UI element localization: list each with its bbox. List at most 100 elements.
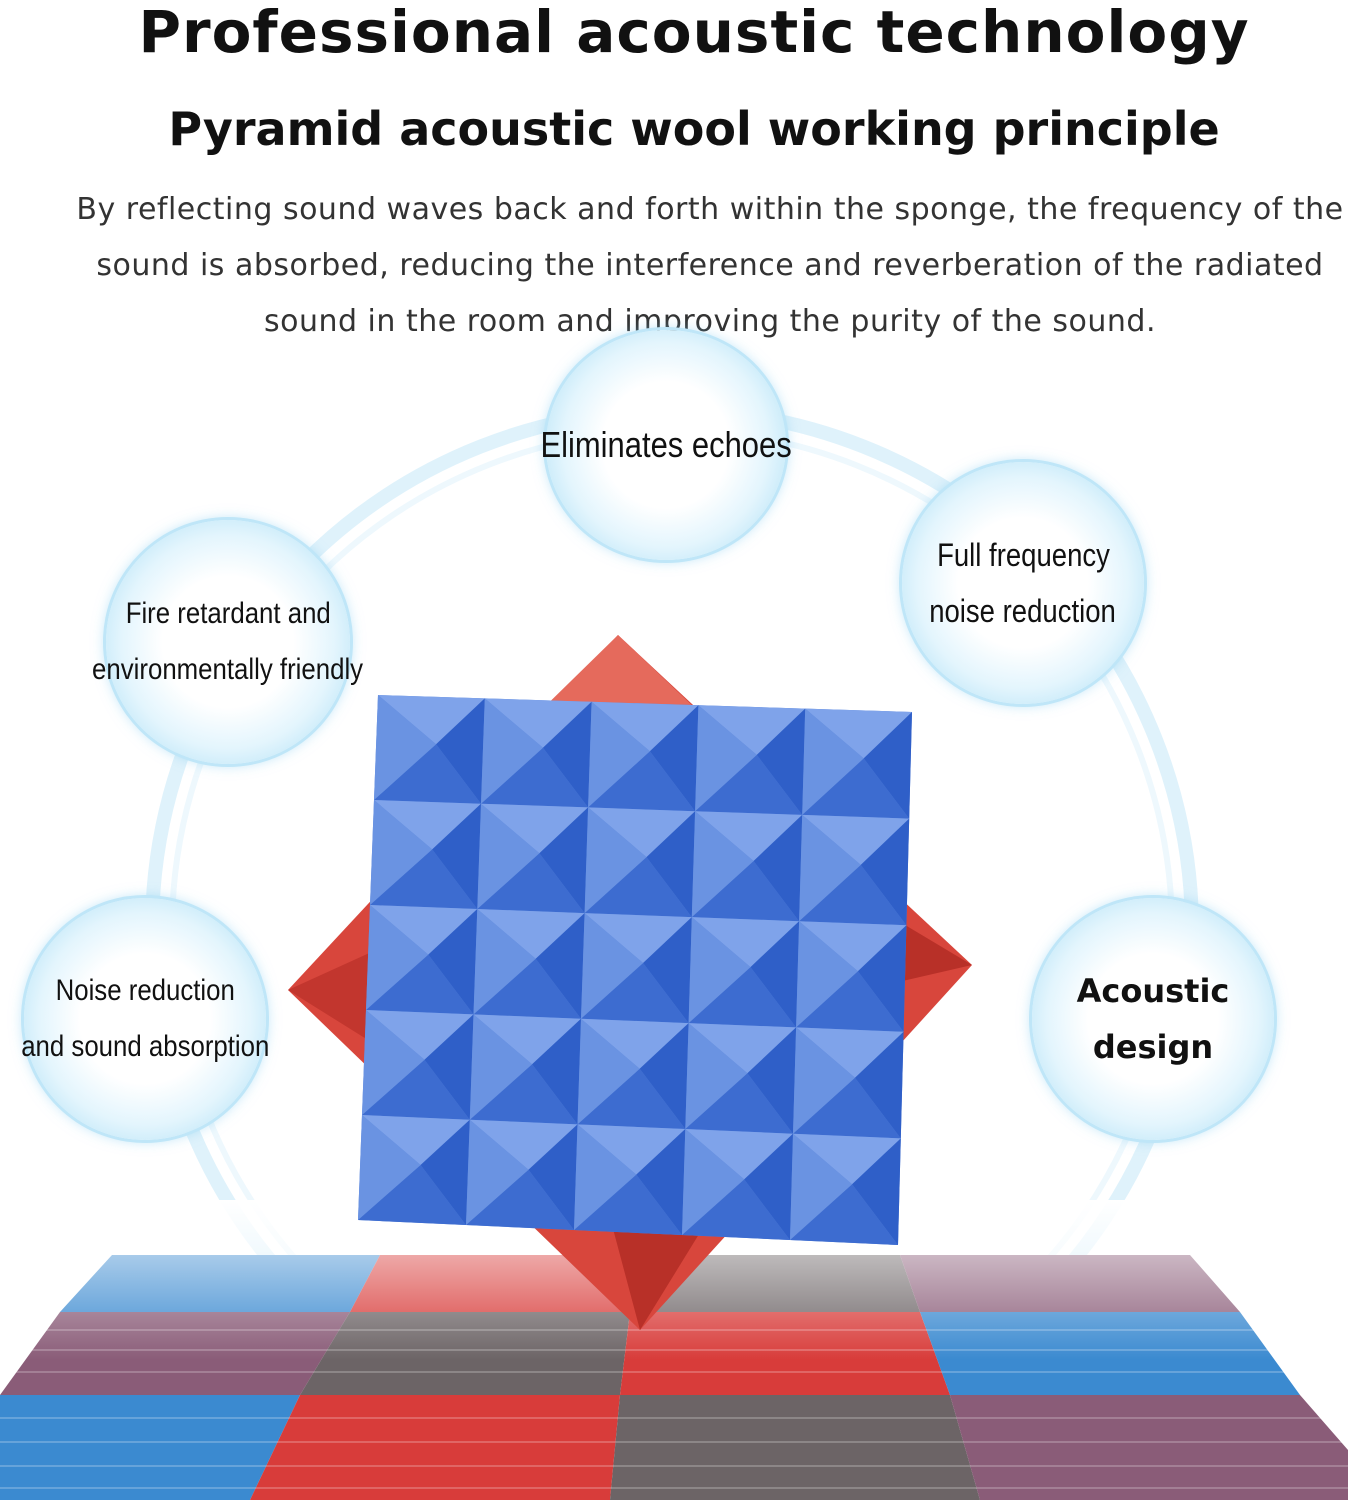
blue-foam-panel (358, 695, 912, 1245)
pyramid-face (374, 800, 481, 850)
pyramid-face (362, 1059, 470, 1120)
pyramid-face (577, 1124, 686, 1175)
pyramid-face (581, 963, 689, 1024)
feature-label: design (1092, 1028, 1214, 1066)
pyramid-face (484, 698, 592, 748)
pyramid-face (473, 1014, 581, 1065)
floor-tile (950, 1395, 1348, 1500)
feature-full-frequency: Full frequency noise reduction (902, 462, 1144, 704)
pyramid-face (374, 744, 481, 804)
pyramid-face (744, 1133, 793, 1240)
pyramid-face (852, 1138, 901, 1245)
pyramid-face (756, 708, 806, 815)
pyramid-face (695, 811, 803, 861)
pyramid-face (428, 909, 478, 1015)
pyramid-face (539, 807, 589, 914)
pyramid-face (588, 807, 696, 858)
pyramid-face (481, 698, 543, 804)
pyramid-face (863, 712, 912, 819)
pyramid-face (691, 917, 800, 968)
pyramid-face (584, 913, 692, 963)
feature-label: environmentally friendly (92, 653, 364, 686)
pyramid-face (793, 1133, 901, 1185)
pyramid-face (691, 861, 800, 922)
pyramid-face (857, 925, 907, 1032)
pyramid-face (528, 1124, 578, 1230)
feature-label: noise reduction (929, 593, 1117, 629)
pyramid-face (535, 913, 585, 1019)
floor-tile (610, 1395, 980, 1500)
pyramid-face (639, 1023, 689, 1129)
pyramid-face (424, 1014, 474, 1120)
pyramid-face (362, 1010, 425, 1115)
pyramid-face (358, 1115, 421, 1220)
pyramid-face (366, 905, 429, 1010)
pyramid-face (577, 1068, 686, 1129)
pyramid-face (477, 853, 585, 914)
pyramid-face (790, 1133, 853, 1240)
pyramid-face (698, 705, 806, 755)
feature-label: Acoustic (1076, 972, 1230, 1010)
page-subtitle: Pyramid acoustic wool working principle (168, 102, 1220, 156)
pyramid-face (688, 917, 751, 1024)
pyramid-face (685, 1023, 748, 1129)
pyramid-face (799, 814, 861, 922)
pyramid-face (366, 1010, 474, 1060)
pyramid-face (793, 1077, 901, 1139)
pyramid-face (574, 1124, 637, 1230)
pyramid-face (695, 705, 757, 812)
pyramid-face (695, 754, 803, 815)
description: By reflecting sound waves back and forth… (60, 182, 1348, 350)
pyramid-face (750, 921, 800, 1028)
pyramid-face (370, 905, 478, 955)
feature-label: Eliminates echoes (540, 424, 792, 465)
description-line: sound in the room and improving the puri… (263, 304, 1157, 339)
pyramid-face (591, 701, 699, 752)
pyramid-face (473, 909, 536, 1015)
pyramid-face (805, 708, 912, 759)
pyramid-face (577, 1018, 640, 1125)
pyramid-face (799, 921, 907, 972)
pyramid-face (688, 1023, 797, 1074)
pyramid-face (469, 1064, 578, 1125)
pyramid-face (588, 751, 696, 812)
pyramid-face (682, 1179, 790, 1240)
pyramid-face (860, 818, 910, 926)
pyramid-face (477, 909, 585, 959)
pyramid-face (581, 1018, 689, 1069)
description-line: By reflecting sound waves back and forth… (76, 192, 1344, 227)
pyramid-face (793, 1027, 855, 1134)
feature-acoustic-design: Acoustic design (1032, 898, 1274, 1140)
pyramid-face (362, 1115, 470, 1165)
pyramid-face (436, 698, 485, 804)
pyramid-face (432, 803, 481, 909)
pyramid-face (802, 814, 910, 865)
pyramid-face (688, 967, 797, 1028)
pyramid-face (796, 971, 904, 1032)
pyramid-face (685, 1129, 793, 1180)
pyramid-face (796, 1027, 904, 1078)
pyramid-face (466, 1169, 574, 1230)
feature-label: Full frequency (936, 537, 1110, 573)
pyramid-face (790, 1184, 898, 1245)
pyramid-face (366, 954, 474, 1015)
pyramid-face (802, 708, 864, 815)
pyramid-face (584, 807, 647, 914)
pyramid-face (420, 1119, 470, 1225)
pyramid-face (481, 747, 589, 808)
pyramid-face (643, 917, 692, 1024)
pyramid-face (581, 913, 644, 1019)
pyramid-face (802, 758, 910, 819)
pyramid-face (753, 814, 803, 922)
pyramid-face (799, 864, 907, 926)
pyramid-face (588, 701, 650, 808)
feature-label: Fire retardant and (125, 597, 331, 630)
pyramid-face (691, 811, 754, 918)
pyramid-face (477, 803, 540, 909)
pyramid-face (747, 1027, 797, 1134)
pyramid-face (646, 811, 696, 918)
pyramid-face (481, 803, 589, 854)
feature-label: and sound absorption (20, 1030, 270, 1063)
feature-eliminates-echoes: Eliminates echoes (540, 330, 792, 560)
